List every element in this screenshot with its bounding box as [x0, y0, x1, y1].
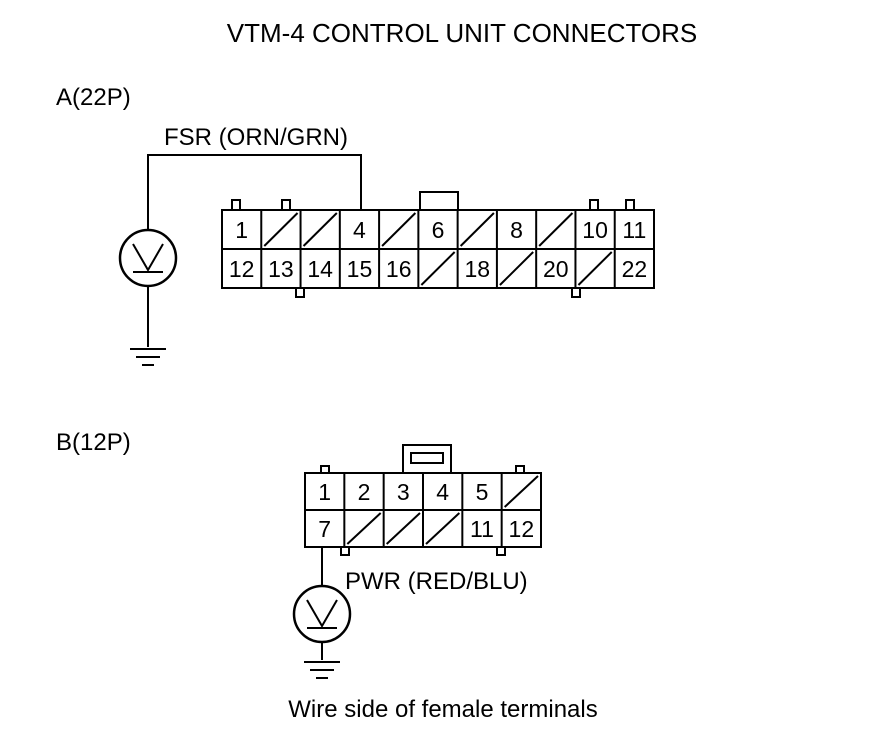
- empty-cavity: [503, 475, 539, 508]
- pin-number: 7: [318, 516, 331, 542]
- pin-number: 4: [353, 217, 366, 243]
- empty-cavity: [577, 251, 613, 286]
- footer-note: Wire side of female terminals: [288, 696, 597, 723]
- voltmeter-icon: [292, 584, 352, 644]
- pin-number: 10: [582, 217, 608, 243]
- empty-cavity: [425, 512, 461, 545]
- empty-cavity: [263, 212, 299, 247]
- pin-number: 6: [432, 217, 445, 243]
- pin-number: 12: [509, 516, 535, 542]
- empty-cavity: [346, 512, 382, 545]
- pin-number: 13: [268, 256, 294, 282]
- pin-number: 22: [622, 256, 648, 282]
- voltmeter-icon: [118, 228, 178, 288]
- pin-number: 2: [358, 479, 371, 505]
- connector-b-label: B(12P): [56, 429, 131, 456]
- pin-number: 20: [543, 256, 569, 282]
- pin-number: 15: [347, 256, 373, 282]
- pin-number: 11: [622, 217, 646, 243]
- pin-number: 3: [397, 479, 410, 505]
- pin-number: 8: [510, 217, 523, 243]
- empty-cavity: [459, 212, 495, 247]
- connector-a-wire-label: FSR (ORN/GRN): [164, 124, 348, 151]
- pin-number: 1: [318, 479, 331, 505]
- connector-a-wire: [147, 154, 362, 230]
- ground-icon: [130, 348, 166, 366]
- pin-number: 1: [235, 217, 248, 243]
- pin-number: 14: [307, 256, 333, 282]
- empty-cavity: [302, 212, 338, 247]
- diagram-title: VTM-4 CONTROL UNIT CONNECTORS: [227, 18, 697, 48]
- ground-icon: [304, 661, 340, 679]
- connector-b-wire-label: PWR (RED/BLU): [345, 568, 528, 595]
- empty-cavity: [499, 251, 534, 286]
- pin-number: 18: [464, 256, 490, 282]
- connector-a-body: [221, 191, 655, 298]
- pin-number: 5: [476, 479, 489, 505]
- connector-a-label: A(22P): [56, 84, 131, 111]
- pin-number: 16: [386, 256, 412, 282]
- empty-cavity: [420, 251, 456, 286]
- empty-cavity: [381, 212, 417, 247]
- empty-cavity: [538, 212, 574, 247]
- empty-cavity: [385, 512, 421, 545]
- pin-number: 12: [229, 256, 255, 282]
- pin-number: 11: [470, 516, 494, 542]
- pin-number: 4: [436, 479, 449, 505]
